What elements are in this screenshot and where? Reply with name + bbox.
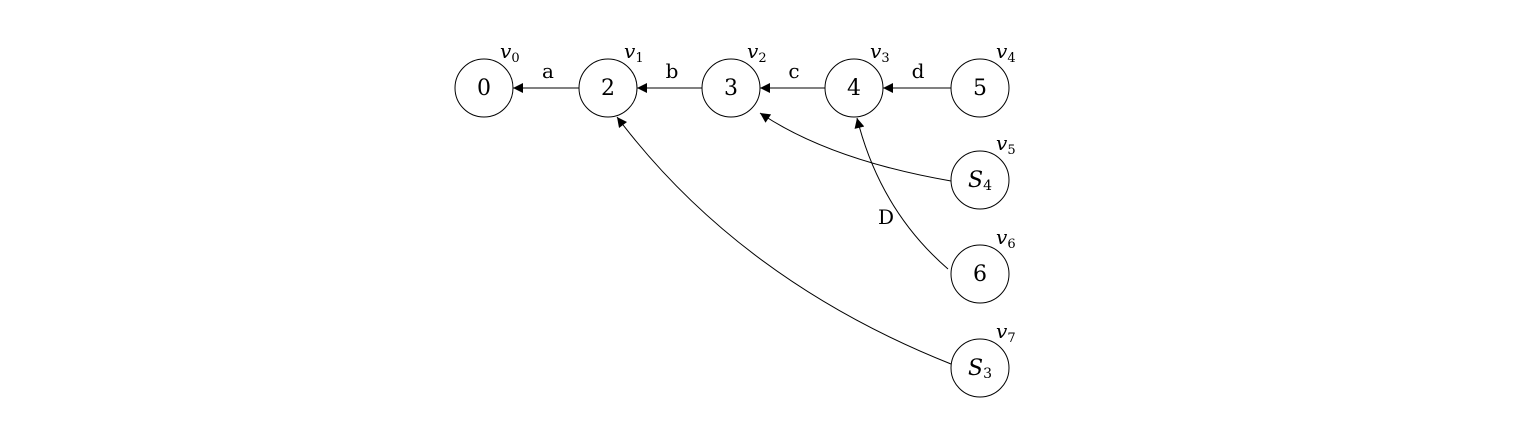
edge-nS3-to-n2 [616, 116, 952, 365]
edge-label: D [878, 205, 894, 229]
node-label: 0 [477, 76, 491, 101]
edge-label: c [788, 59, 799, 83]
vertex-name-label: v3 [870, 39, 890, 66]
edges-layer: a b c dD [513, 59, 952, 365]
edge-arrow [759, 112, 952, 182]
node-n0[interactable]: 0 v0 [454, 39, 520, 118]
node-circle [578, 58, 638, 118]
edge-label: a [542, 59, 554, 83]
node-circle [824, 58, 884, 118]
node-circle [701, 58, 761, 118]
edge-n6-to-n4: D [854, 117, 949, 270]
edge-n3-to-n2: b [637, 59, 702, 93]
vertex-name-label: v4 [996, 39, 1016, 66]
node-circle [950, 150, 1010, 210]
edge-label: b [666, 59, 679, 83]
node-label: 4 [847, 76, 861, 101]
edge-n2-to-n0: a [513, 59, 579, 93]
edge-n5-to-n4: d [883, 59, 951, 93]
node-n4[interactable]: 4 v3 [824, 39, 890, 118]
node-n3[interactable]: 3 v2 [701, 39, 767, 118]
edge-arrow [854, 117, 949, 270]
node-label: 5 [973, 76, 987, 101]
node-label: S4 [968, 168, 992, 195]
node-label: S3 [968, 356, 992, 383]
vertex-name-label: v0 [500, 39, 520, 66]
node-circle [454, 58, 514, 118]
node-n6[interactable]: 6 v6 [950, 225, 1016, 304]
edge-arrow [616, 116, 952, 365]
edge-nS4-to-n3 [759, 112, 952, 182]
vertex-name-label: v1 [624, 39, 644, 66]
node-circle [950, 244, 1010, 304]
node-circle [950, 338, 1010, 398]
node-n5[interactable]: 5 v4 [950, 39, 1016, 118]
edge-n4-to-n3: c [760, 59, 825, 93]
node-label: 2 [601, 76, 615, 101]
vertex-name-label: v7 [996, 319, 1016, 346]
node-n2[interactable]: 2 v1 [578, 39, 644, 118]
node-circle [950, 58, 1010, 118]
node-label: 3 [724, 76, 738, 101]
vertex-name-label: v2 [747, 39, 767, 66]
edge-label: d [912, 59, 925, 83]
vertex-name-label: v6 [996, 225, 1016, 252]
vertex-name-label: v5 [996, 131, 1016, 158]
node-label: 6 [973, 262, 987, 287]
